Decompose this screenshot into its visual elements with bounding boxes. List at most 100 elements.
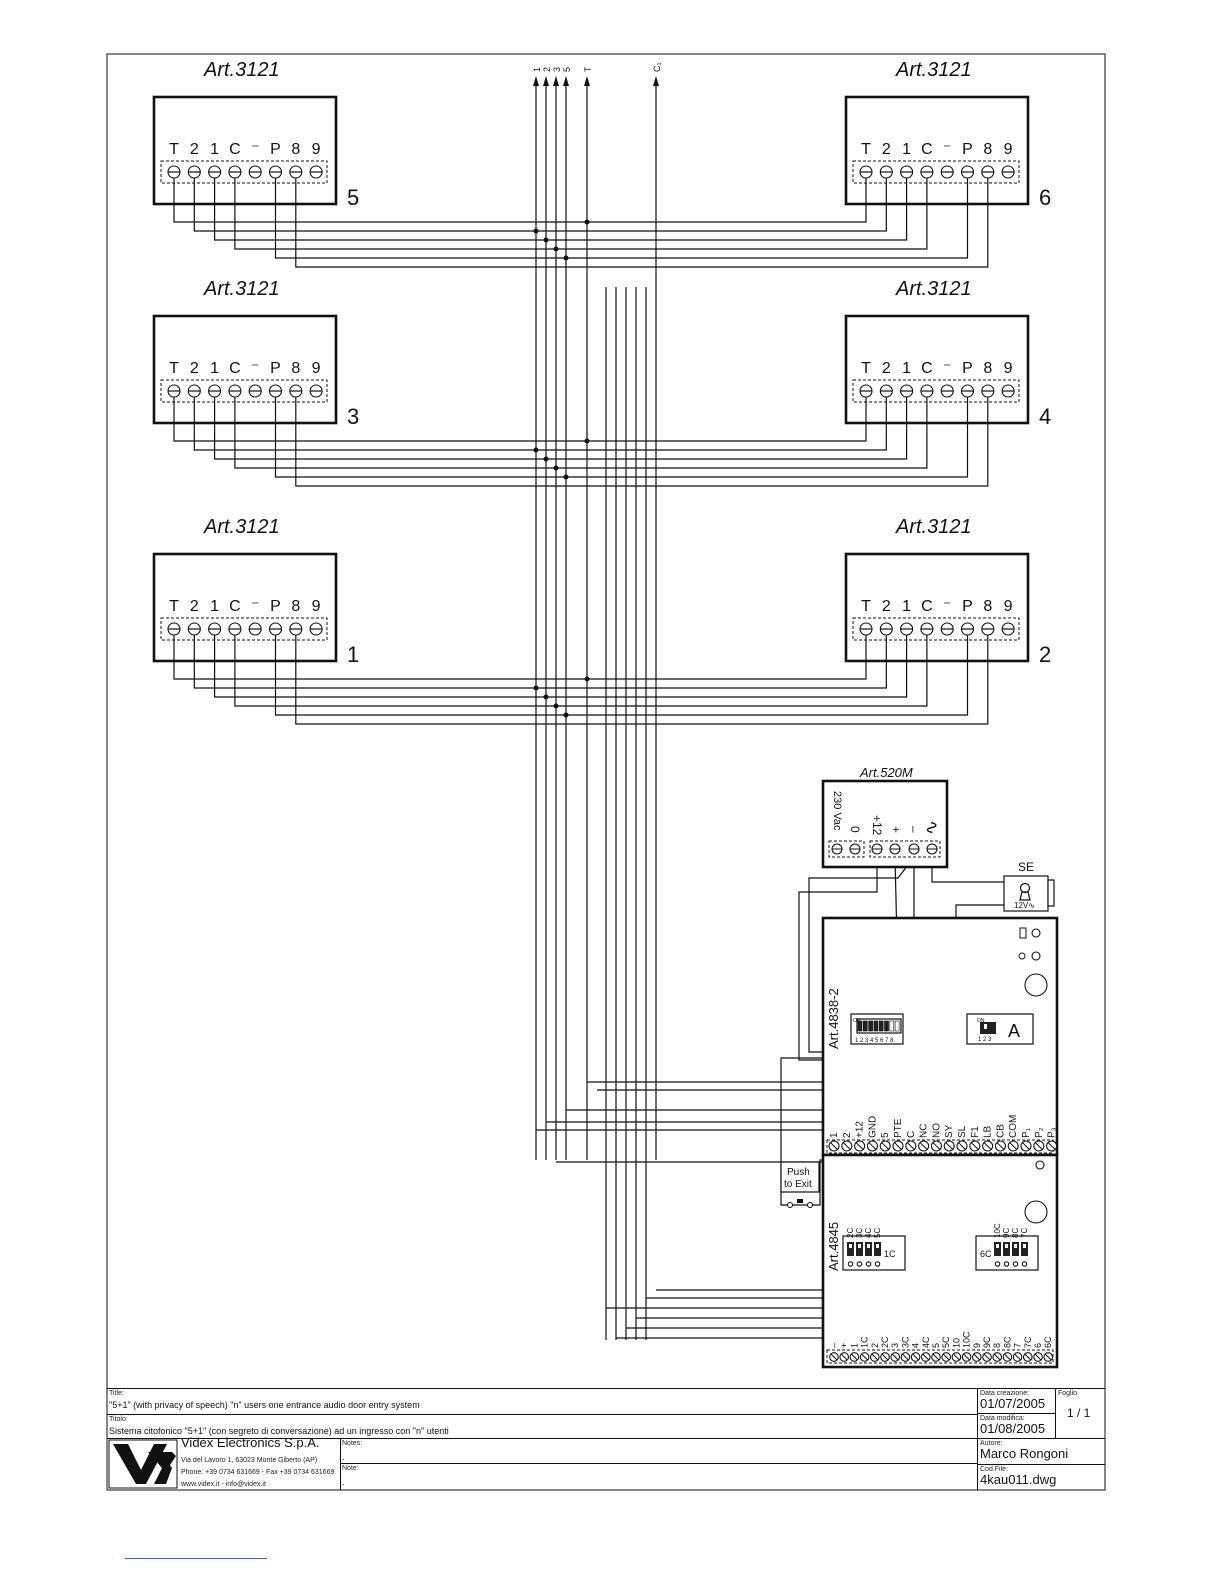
terminal-label: 9: [312, 598, 321, 615]
title-label: Title:: [109, 1390, 124, 1397]
riser-label: 5: [562, 67, 572, 72]
jumper-block: [1012, 1242, 1019, 1256]
intercom-box: [152, 95, 338, 206]
expander-right-tag: 6C: [980, 1249, 992, 1259]
terminal-label: 2: [190, 360, 199, 377]
terminal-label: 8: [983, 360, 992, 377]
junction: [584, 676, 590, 682]
power-supply-article: Art.520M: [859, 765, 913, 780]
switch-label: 4C: [864, 1228, 873, 1238]
wire: [214, 397, 908, 460]
title-block: Title: "5+1" (with privacy of speech) "n…: [107, 1388, 1105, 1490]
videx-logo: [108, 1439, 178, 1489]
wire: [295, 178, 989, 268]
terminal-label: P: [962, 598, 973, 615]
switch-label: 2C: [846, 1228, 855, 1238]
author-label: Autore:: [980, 1440, 1003, 1447]
jumper-block: [1003, 1242, 1010, 1256]
switch-label: 10C: [993, 1223, 1002, 1238]
expander-terminal-label: 2: [870, 1343, 880, 1348]
riser-label: C₁: [652, 62, 662, 72]
jumper-block: [874, 1242, 881, 1256]
intercom-box: [844, 314, 1030, 425]
company-phone: Phone: +39 0734 631669 - Fax +39 0734 63…: [181, 1469, 335, 1476]
modified-label: Data modifica:: [980, 1415, 1025, 1422]
terminal-label: 1: [210, 598, 219, 615]
controller-article: Art.4838-2: [826, 988, 841, 1049]
terminal-label: C: [921, 141, 933, 158]
arrow-up-icon: [553, 76, 559, 86]
ps-terminal-ac: ∿: [922, 820, 942, 835]
terminal-label: 8: [983, 141, 992, 158]
terminal-label: C: [229, 141, 241, 158]
junction: [563, 255, 569, 261]
intercom-number: 3: [347, 404, 359, 429]
intercom-box: [152, 314, 338, 425]
expander-terminal-label: 6: [1033, 1343, 1043, 1348]
lock-label: SE: [1018, 860, 1034, 874]
expander-terminal-label: 7C: [1023, 1336, 1033, 1348]
controller-unit: Art.4838-2 ON 1 2 3 4 5 6 7 8 ON 1 2 3 A…: [821, 916, 1059, 1157]
footer-rule: [125, 1558, 267, 1559]
push-label-2: to Exit: [784, 1179, 812, 1190]
speaker-icon: [1019, 927, 1027, 939]
terminal-label: 2: [190, 141, 199, 158]
junction: [584, 219, 590, 225]
terminal-label: 9: [1004, 598, 1013, 615]
wire: [193, 635, 887, 689]
file-name: 4kau011.dwg: [980, 1472, 1057, 1487]
terminal-label: T: [169, 141, 179, 158]
terminal-label: C: [229, 598, 241, 615]
wire: [193, 397, 887, 451]
controller-terminal-label: 1: [829, 1132, 840, 1138]
controller-terminal-label: NO: [931, 1123, 942, 1138]
ps-terminal-plus: +: [889, 826, 903, 833]
terminal-label: 1: [902, 360, 911, 377]
company-web: www.videx.it - info@videx.it: [181, 1481, 266, 1488]
arrow-up-icon: [543, 76, 549, 86]
wire: [780, 1057, 825, 1206]
ps-terminal-0: 0: [848, 826, 862, 833]
controller-terminal-label: SL: [957, 1125, 968, 1138]
intercom-article: Art.3121: [895, 516, 972, 538]
terminal-label: C: [921, 360, 933, 377]
wire: [274, 397, 969, 478]
junction: [563, 474, 569, 480]
expander-terminal-label: 2C: [880, 1336, 890, 1348]
intercom-article: Art.3121: [203, 59, 280, 81]
terminal-label: C: [229, 360, 241, 377]
switch-label: 5C: [873, 1228, 882, 1238]
ps-terminal-230vac: 230 Vac: [831, 791, 843, 831]
expander-terminal-label: +: [839, 1343, 849, 1348]
intercom-number: 2: [1039, 642, 1051, 667]
title-english: "5+1" (with privacy of speech) "n" users…: [109, 1400, 420, 1410]
notes-value: .: [342, 1452, 345, 1462]
intercom-box: [844, 95, 1030, 206]
junction: [543, 237, 549, 243]
intercom-box: [844, 552, 1030, 663]
terminal-label: ⁻: [943, 141, 951, 158]
company-address: Via del Lavoro 1, 63023 Monte Giberto (A…: [181, 1457, 318, 1464]
terminal-label: 9: [1004, 360, 1013, 377]
power-supply-unit: Art.520M 230 Vac 0 +12 + – ∿: [821, 765, 949, 869]
terminal-label: C: [921, 598, 933, 615]
push-label-1: Push: [787, 1167, 810, 1178]
note-value: .: [342, 1477, 345, 1487]
terminal-label: 8: [983, 598, 992, 615]
expander-terminal-label: 7: [1013, 1343, 1023, 1348]
terminal-label: P: [270, 598, 281, 615]
terminal-label: 8: [291, 598, 300, 615]
ps-terminal-plus12: +12: [870, 815, 884, 836]
wire: [214, 635, 908, 698]
controller-terminal-label: +12: [855, 1121, 866, 1138]
terminal-strip: [160, 617, 328, 641]
switch-label: 7C: [1020, 1228, 1029, 1238]
title-italian-label: Titolo:: [109, 1416, 128, 1423]
controller-terminal-label: P₁: [1021, 1127, 1032, 1138]
terminal-label: ⁻: [251, 360, 259, 377]
jumper-block: [847, 1242, 854, 1256]
